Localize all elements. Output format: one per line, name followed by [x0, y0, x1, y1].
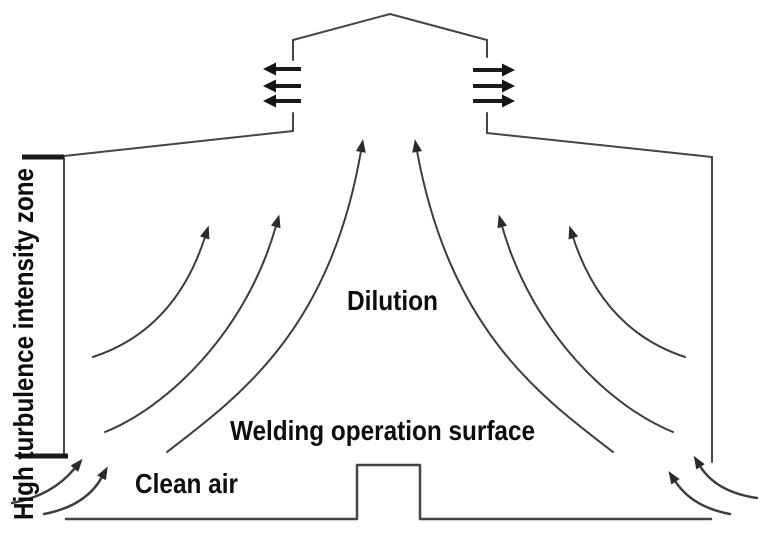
exhaust-arrows: [263, 62, 515, 108]
streamline-left-middle-icon: [104, 214, 281, 433]
inlet-arrow-right-1-icon: [693, 455, 759, 500]
enclosure-outline: [63, 13, 713, 521]
airflow-streamlines: [92, 139, 686, 453]
streamline-left-inner-icon: [166, 139, 366, 453]
inlet-arrow-left-2-icon: [42, 466, 108, 516]
ceiling-left: [63, 130, 294, 157]
ceiling-right: [486, 132, 713, 158]
corner-inlet-arrows: [10, 455, 759, 516]
inlet-arrow-right-2-icon: [668, 470, 732, 516]
welding-surface-label: Welding operation surface: [230, 415, 535, 446]
turbulence-bracket: [21, 154, 68, 459]
streamline-right-inner-icon: [412, 139, 614, 453]
inlet-arrow-left-1-icon: [10, 458, 83, 505]
dilution-label: Dilution: [347, 285, 438, 316]
roof-peak-outline: [292, 13, 488, 41]
floor-with-workpiece: [64, 463, 713, 521]
turbulence-zone-label: High turbulence intensity zone: [8, 168, 39, 520]
clean-air-label: Clean air: [135, 468, 238, 499]
streamline-left-outer-icon: [92, 225, 210, 358]
streamline-right-middle-icon: [497, 214, 674, 433]
streamline-right-outer-icon: [568, 225, 686, 358]
diagram-labels: High turbulence intensity zone Dilution …: [8, 168, 535, 520]
